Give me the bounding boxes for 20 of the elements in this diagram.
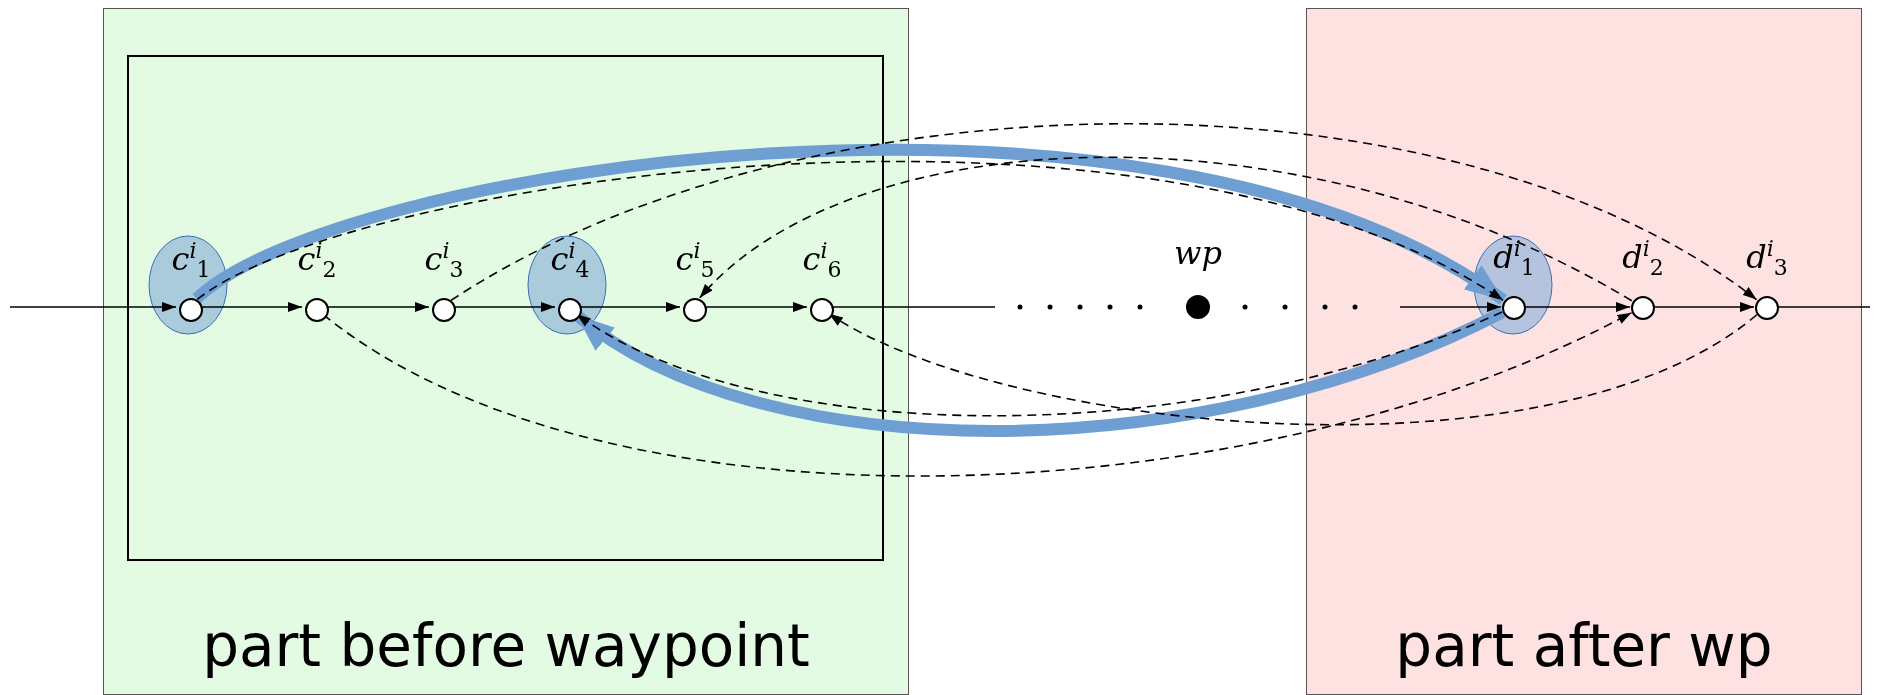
panel-title: part after wp [1394,612,1774,680]
node-circle [683,298,707,322]
node-circle [305,298,329,322]
panel-title: part before waypoint [201,612,811,680]
highlight-arrow [572,307,1505,437]
arrow [1653,302,1755,312]
waypoint-dot [1186,295,1210,319]
node-circle [810,298,834,322]
dashed-arrow [450,122,1758,302]
line [1777,306,1871,308]
dashed-arrow [698,156,1633,302]
node-circle [1755,296,1779,320]
region-panel [103,8,909,695]
arrow [9,302,177,312]
node-label: wp [1174,237,1222,269]
region-panel [1306,8,1862,695]
node-circle [432,298,456,322]
arrow [1399,302,1502,312]
arrow [1524,302,1631,312]
node-circle [1631,296,1655,320]
